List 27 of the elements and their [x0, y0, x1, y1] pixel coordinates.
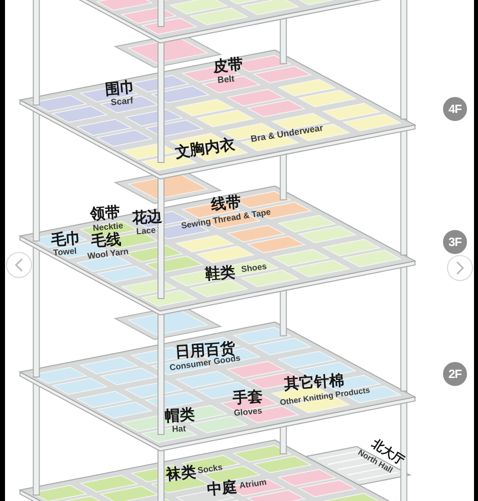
zone-label: Hat	[172, 424, 186, 434]
floor-marker: 2F	[443, 362, 467, 386]
zone-label: 手套	[232, 389, 264, 407]
zone-label: 毛巾	[50, 231, 82, 249]
floor-marker: 4F	[443, 97, 467, 121]
zone-label: 鞋类	[204, 265, 236, 283]
zone-label: 毛线	[90, 232, 122, 250]
floor-marker: 3F	[443, 230, 467, 254]
zone-label: 线带	[210, 194, 242, 214]
zone-label: Socks	[196, 462, 224, 476]
zone-label: Lace	[136, 226, 156, 236]
zone-label: Shoes	[240, 262, 268, 274]
zone-label: Towel	[52, 246, 78, 258]
zone-label: Gloves	[233, 406, 263, 418]
zone-label: 皮带	[212, 56, 244, 76]
zone-label: Scarf	[110, 96, 134, 108]
zone-label: 文胸内衣	[174, 137, 236, 161]
zone-label: Necktie	[92, 221, 124, 233]
zone-label: Belt	[217, 74, 235, 86]
zone-label: 帽类	[164, 407, 196, 425]
zone-label: 中庭	[206, 480, 238, 498]
zone-label: 花边	[131, 209, 163, 227]
zone-label: Bra & Underwear	[250, 124, 324, 144]
zone-label: 领带	[89, 205, 121, 223]
zone-label: Wool Yarn	[86, 247, 130, 261]
zone-label: 袜类	[165, 464, 197, 484]
zone-label: Atrium	[238, 478, 268, 490]
